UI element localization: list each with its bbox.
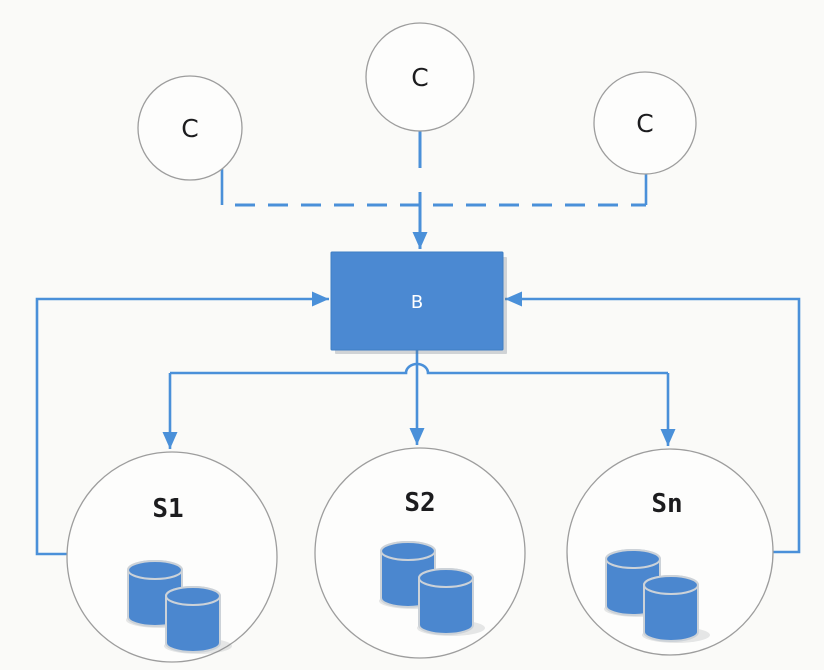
database-icon [164,586,232,654]
server-node-2: S2 [314,447,526,659]
database-cylinder-top [165,586,221,606]
edge-fanout-horizontal [170,362,668,375]
client-node-left: C [137,75,243,181]
client-label: C [636,109,653,138]
edge-server-1-return-loop [35,291,329,556]
broker-node: B [330,251,507,354]
database-icon [417,568,485,636]
database-cylinder-top [605,549,661,569]
client-circle [137,75,243,181]
server-node-1: S1 [66,451,278,663]
client-label: C [411,63,428,92]
client-node-right: C [593,71,697,175]
edge-server-n-return-loop [505,291,801,554]
server-label: S1 [152,494,183,524]
client-label: C [181,114,198,143]
broker-box [330,251,504,351]
server-nodes: S1 S2 [66,447,774,663]
database-cylinder-top [643,575,699,595]
server-node-n: Sn [566,448,774,656]
broker-label: B [411,292,423,313]
edges [35,131,801,556]
database-icon [642,575,710,643]
client-circle [365,22,475,132]
database-cylinder-top [380,541,436,561]
database-cylinder-top [127,560,183,580]
database-cylinder-top [418,568,474,588]
client-node-center: C [365,22,475,132]
server-label: Sn [651,489,682,519]
client-circle [593,71,697,175]
client-nodes: C C C [137,22,697,181]
server-circle [66,451,278,663]
server-label: S2 [404,488,435,518]
